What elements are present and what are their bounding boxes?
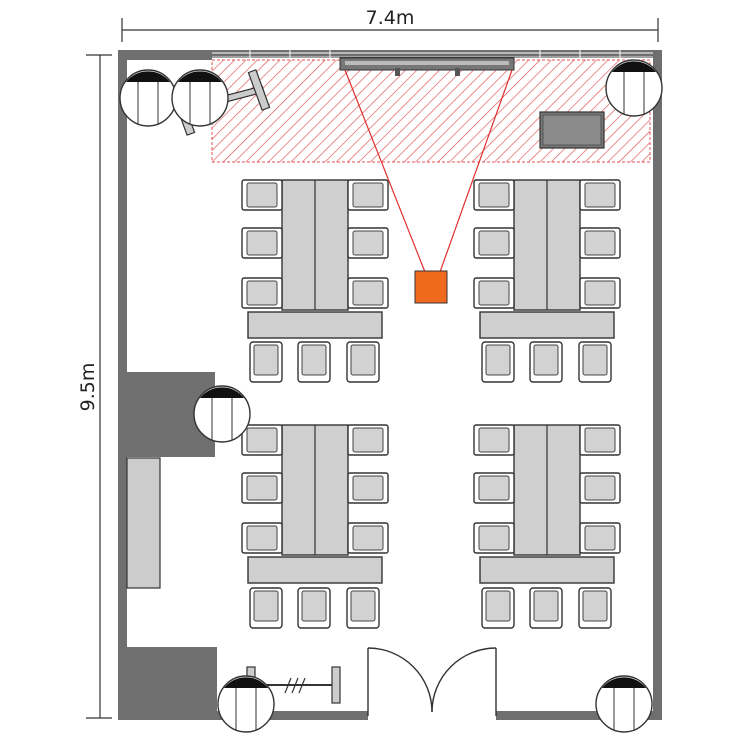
table-group-bottom-right — [473, 424, 621, 629]
chair — [347, 277, 389, 309]
pillar-bottom-left — [217, 675, 275, 733]
table-group-top-right — [473, 179, 621, 383]
chair — [241, 179, 283, 211]
chair — [241, 424, 283, 456]
chair — [346, 587, 380, 629]
table-group-bottom-left — [241, 424, 389, 629]
projection-screen — [339, 57, 515, 76]
pillar-top-right — [605, 59, 663, 117]
chair — [297, 341, 331, 383]
chair — [529, 341, 563, 383]
chair — [249, 341, 283, 383]
chair — [473, 227, 515, 259]
chair — [347, 522, 389, 554]
projection-beam — [344, 69, 513, 273]
window-strip — [212, 50, 653, 58]
side-cabinet — [126, 457, 161, 589]
chair — [346, 341, 380, 383]
double-door — [367, 647, 497, 716]
table-group-top-left — [241, 179, 389, 383]
chair — [473, 424, 515, 456]
chair — [473, 179, 515, 211]
height-label: 9.5m — [77, 363, 99, 412]
pillar-top-left-b — [171, 69, 229, 127]
lectern-desk — [539, 111, 605, 149]
table — [247, 311, 383, 339]
chair — [529, 587, 563, 629]
chair — [481, 587, 515, 629]
chair — [579, 522, 621, 554]
chair — [297, 587, 331, 629]
chair — [578, 341, 612, 383]
table — [247, 556, 383, 584]
chair — [241, 277, 283, 309]
pillar-top-left-a — [119, 69, 177, 127]
chair — [579, 424, 621, 456]
chair — [579, 277, 621, 309]
chair — [473, 277, 515, 309]
chair — [579, 227, 621, 259]
chair — [473, 522, 515, 554]
chair — [347, 179, 389, 211]
chair — [347, 424, 389, 456]
chair — [241, 472, 283, 504]
chair — [578, 587, 612, 629]
chair — [481, 341, 515, 383]
chair — [347, 472, 389, 504]
chair — [241, 227, 283, 259]
pillar-middle-left — [193, 385, 251, 443]
table — [479, 311, 615, 339]
width-label: 7.4m — [366, 7, 415, 29]
chair — [347, 227, 389, 259]
table — [479, 556, 615, 584]
chair — [249, 587, 283, 629]
height-dimension: 9.5m — [77, 54, 112, 719]
wall-column-bottom-left — [125, 647, 217, 713]
chair — [579, 472, 621, 504]
chair — [579, 179, 621, 211]
chair — [241, 522, 283, 554]
width-dimension: 7.4m — [121, 7, 659, 42]
projector — [414, 270, 448, 304]
chair — [473, 472, 515, 504]
pillar-bottom-right — [595, 675, 653, 733]
